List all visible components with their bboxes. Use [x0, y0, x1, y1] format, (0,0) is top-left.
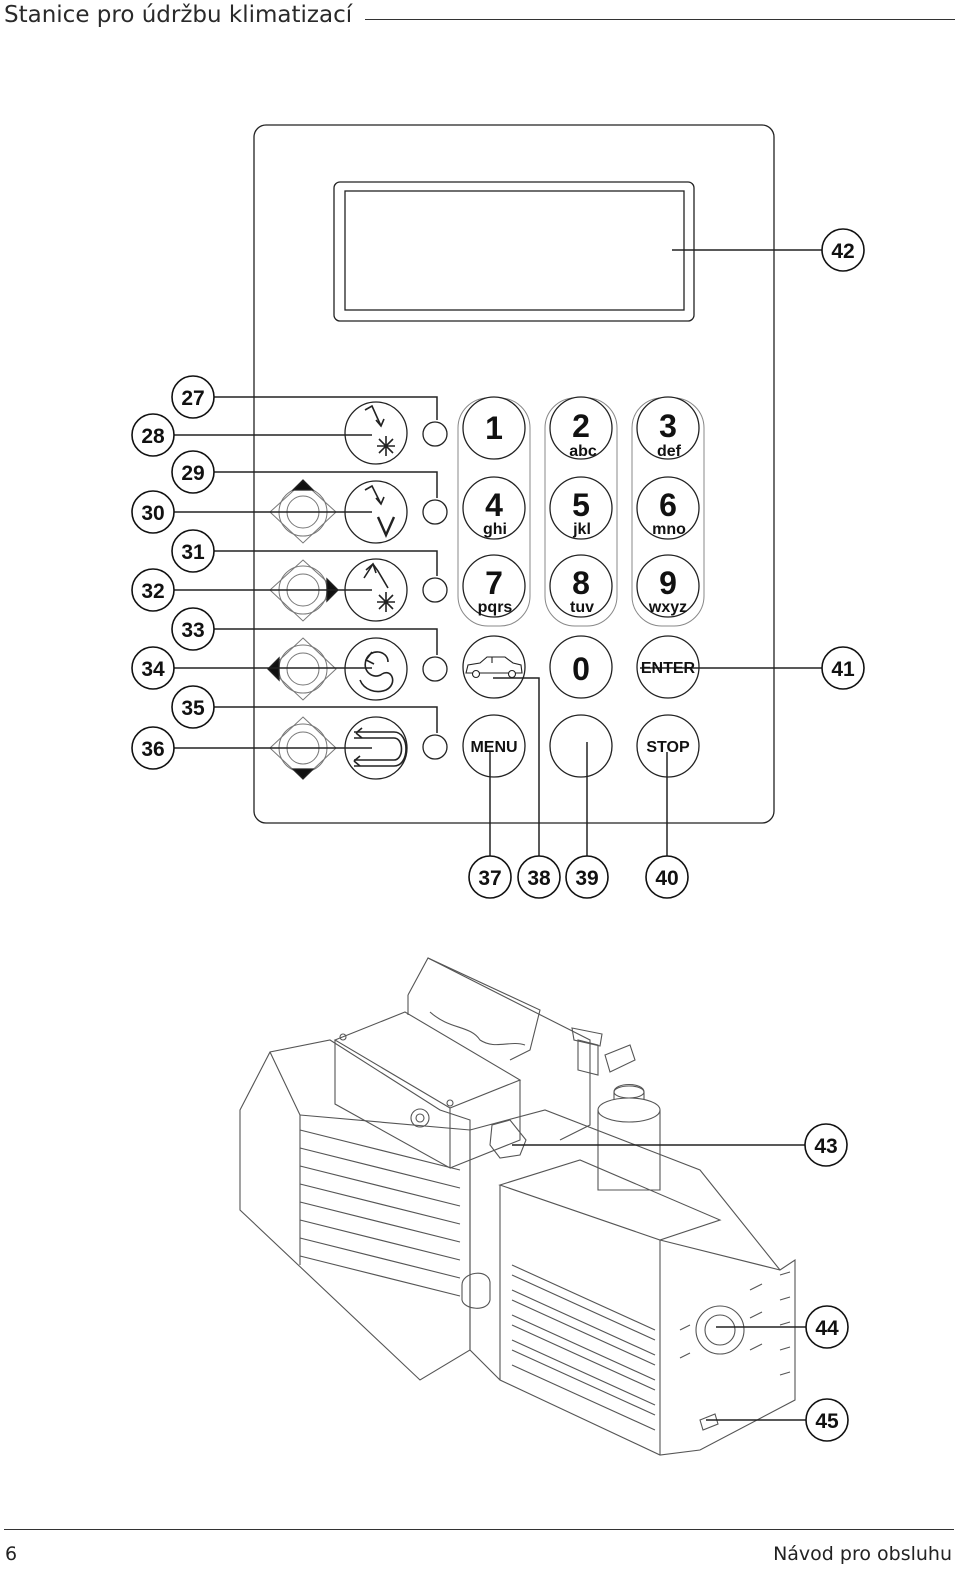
callout-43: 43: [814, 1135, 837, 1158]
key-2-letters: abc: [569, 443, 597, 460]
stop-label: STOP: [646, 739, 690, 756]
key-6-letters: mno: [652, 521, 686, 538]
callout-39: 39: [575, 867, 598, 890]
key-2[interactable]: [549, 396, 613, 460]
callout-45: 45: [815, 1410, 839, 1433]
key-1[interactable]: [462, 396, 526, 460]
callout-27: 27: [181, 387, 204, 410]
callout-36: 36: [141, 738, 164, 761]
callout-37: 37: [478, 867, 501, 890]
oil-drain-icon: [353, 727, 407, 767]
callout-44: 44: [815, 1317, 839, 1340]
key-8-letters: tuv: [570, 599, 594, 616]
callout-35: 35: [181, 697, 205, 720]
enter-label: ENTER: [641, 660, 696, 677]
key-9-letters: wxyz: [648, 599, 687, 616]
key-3-letters: def: [657, 443, 682, 460]
menu-button[interactable]: [462, 714, 526, 778]
callout-29: 29: [181, 462, 204, 485]
recovery-snowflake-icon: [364, 404, 395, 456]
footer-rule: [4, 1529, 954, 1530]
key-9-digit: 9: [659, 565, 677, 601]
enter-button[interactable]: [636, 635, 700, 699]
callout-32: 32: [141, 580, 164, 603]
key-8[interactable]: [549, 554, 613, 618]
function-button-1[interactable]: [344, 401, 408, 465]
callout-34: 34: [141, 658, 165, 681]
callout-28: 28: [141, 425, 165, 448]
blank-button[interactable]: [549, 714, 613, 778]
key-4-digit: 4: [485, 487, 503, 523]
function-button-4[interactable]: [344, 637, 408, 701]
key-4-letters: ghi: [483, 521, 507, 538]
indicator-led-4: [422, 656, 448, 682]
menu-label: MENU: [470, 739, 517, 756]
key-7-digit: 7: [485, 565, 503, 601]
key-5-digit: 5: [572, 487, 590, 523]
callout-42: 42: [831, 240, 854, 263]
key-7[interactable]: [462, 554, 526, 618]
callout-33: 33: [181, 619, 204, 642]
display-screen: [344, 190, 685, 311]
key-6-digit: 6: [659, 487, 677, 523]
vacuum-pump-drawing: [239, 957, 796, 1456]
indicator-led-5: [422, 734, 448, 760]
title-rule: [365, 19, 955, 20]
stop-button[interactable]: [636, 714, 700, 778]
display-screen-frame: [333, 181, 695, 322]
flush-cycle-icon: [359, 651, 394, 693]
callout-30: 30: [141, 502, 164, 525]
arrow-pad-3[interactable]: [269, 637, 337, 701]
car-icon: [465, 656, 523, 679]
key-7-letters: pqrs: [478, 599, 513, 616]
callout-circles: [131, 228, 865, 1442]
indicator-led-2: [422, 499, 448, 525]
callout-38: 38: [527, 867, 551, 890]
key-2-digit: 2: [572, 408, 590, 444]
page-number: 6: [5, 1543, 18, 1565]
vacuum-icon: [364, 484, 396, 538]
key-3[interactable]: [636, 396, 700, 460]
key-0[interactable]: [549, 635, 613, 699]
leader-lines-pump: [512, 1144, 807, 1421]
key-8-digit: 8: [572, 565, 590, 601]
key-5-letters: jkl: [572, 521, 591, 538]
key-5[interactable]: [549, 476, 613, 540]
callout-31: 31: [181, 541, 205, 564]
key-9[interactable]: [636, 554, 700, 618]
indicator-led-3: [422, 577, 448, 603]
footer-doc-title: Návod pro obsluhu: [773, 1543, 952, 1565]
key-6[interactable]: [636, 476, 700, 540]
arrow-up-icon: [291, 479, 315, 491]
page-title: Stanice pro údržbu klimatizací: [4, 2, 353, 28]
car-button[interactable]: [462, 635, 526, 699]
arrow-down-icon: [291, 768, 315, 780]
key-3-digit: 3: [659, 408, 677, 444]
arrow-left-icon: [267, 656, 280, 682]
key-1-digit: 1: [485, 410, 503, 446]
leader-lines-panel: [173, 249, 822, 858]
callout-41: 41: [831, 658, 855, 681]
control-panel: [253, 124, 775, 824]
charge-snowflake-icon: [363, 562, 395, 612]
key-4[interactable]: [462, 476, 526, 540]
callout-40: 40: [655, 867, 678, 890]
key-0-digit: 0: [572, 651, 590, 687]
indicator-led-1: [422, 421, 448, 447]
